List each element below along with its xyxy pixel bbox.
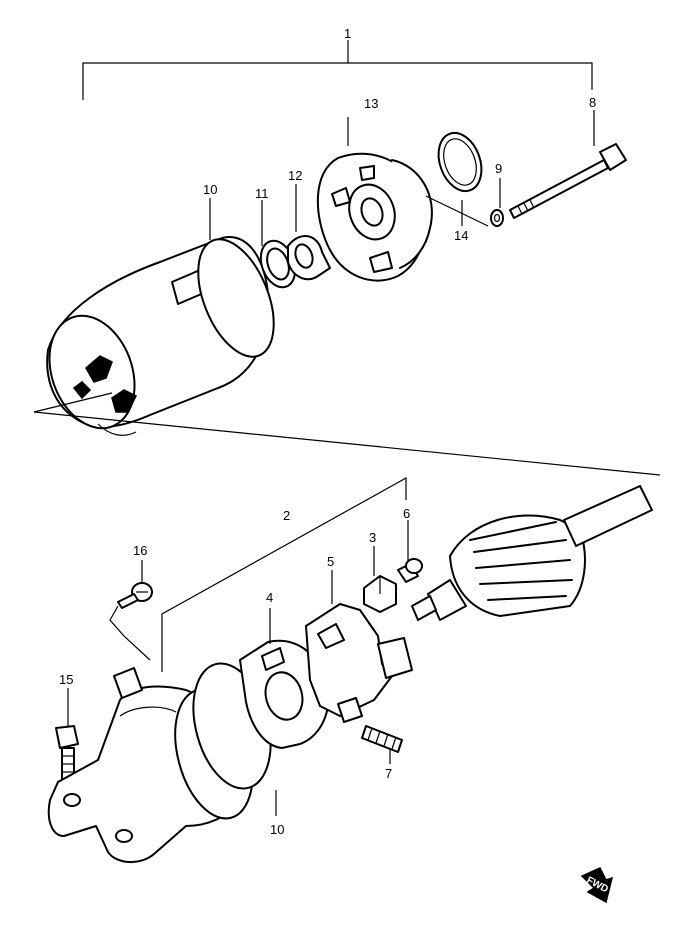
callout-label-15: 15 [59, 672, 73, 687]
callout-label-4: 4 [266, 590, 273, 605]
callout-label-14: 14 [454, 228, 468, 243]
through-bolt-8 [509, 143, 627, 219]
callout-label-10-bottom: 10 [270, 822, 284, 837]
callout-label-6: 6 [403, 506, 410, 521]
washer-9 [490, 209, 504, 227]
screw-16 [109, 582, 153, 661]
callout-label-2: 2 [283, 508, 290, 523]
assembly-bracket-2 [161, 476, 407, 672]
callout-label-12: 12 [288, 168, 302, 183]
plate-12 [287, 235, 331, 281]
callout-label-13: 13 [364, 96, 378, 111]
fwd-direction-marker: FWD [580, 867, 614, 904]
o-ring-14 [437, 131, 483, 193]
section-guide-lines [33, 392, 661, 476]
gasket-ring-10-top [197, 238, 275, 358]
callout-label-7: 7 [385, 766, 392, 781]
assembly-bracket-1 [82, 40, 593, 100]
callout-label-16: 16 [133, 543, 147, 558]
armature [411, 485, 653, 621]
callout-leaders [67, 110, 595, 816]
callout-label-11: 11 [255, 186, 269, 201]
callout-label-5: 5 [327, 554, 334, 569]
callout-label-8: 8 [589, 95, 596, 110]
arrow-right-down-icon [580, 867, 614, 904]
brush-plate-4 [239, 639, 330, 749]
brush-3 [363, 575, 397, 613]
callout-label-10-top: 10 [203, 182, 217, 197]
callout-label-1: 1 [344, 26, 351, 41]
callout-label-3: 3 [369, 530, 376, 545]
spring-7 [361, 725, 403, 753]
screw-6 [397, 558, 423, 583]
brush-holder-5 [305, 603, 413, 723]
end-cover-13 [316, 152, 489, 282]
callout-label-9: 9 [495, 161, 502, 176]
